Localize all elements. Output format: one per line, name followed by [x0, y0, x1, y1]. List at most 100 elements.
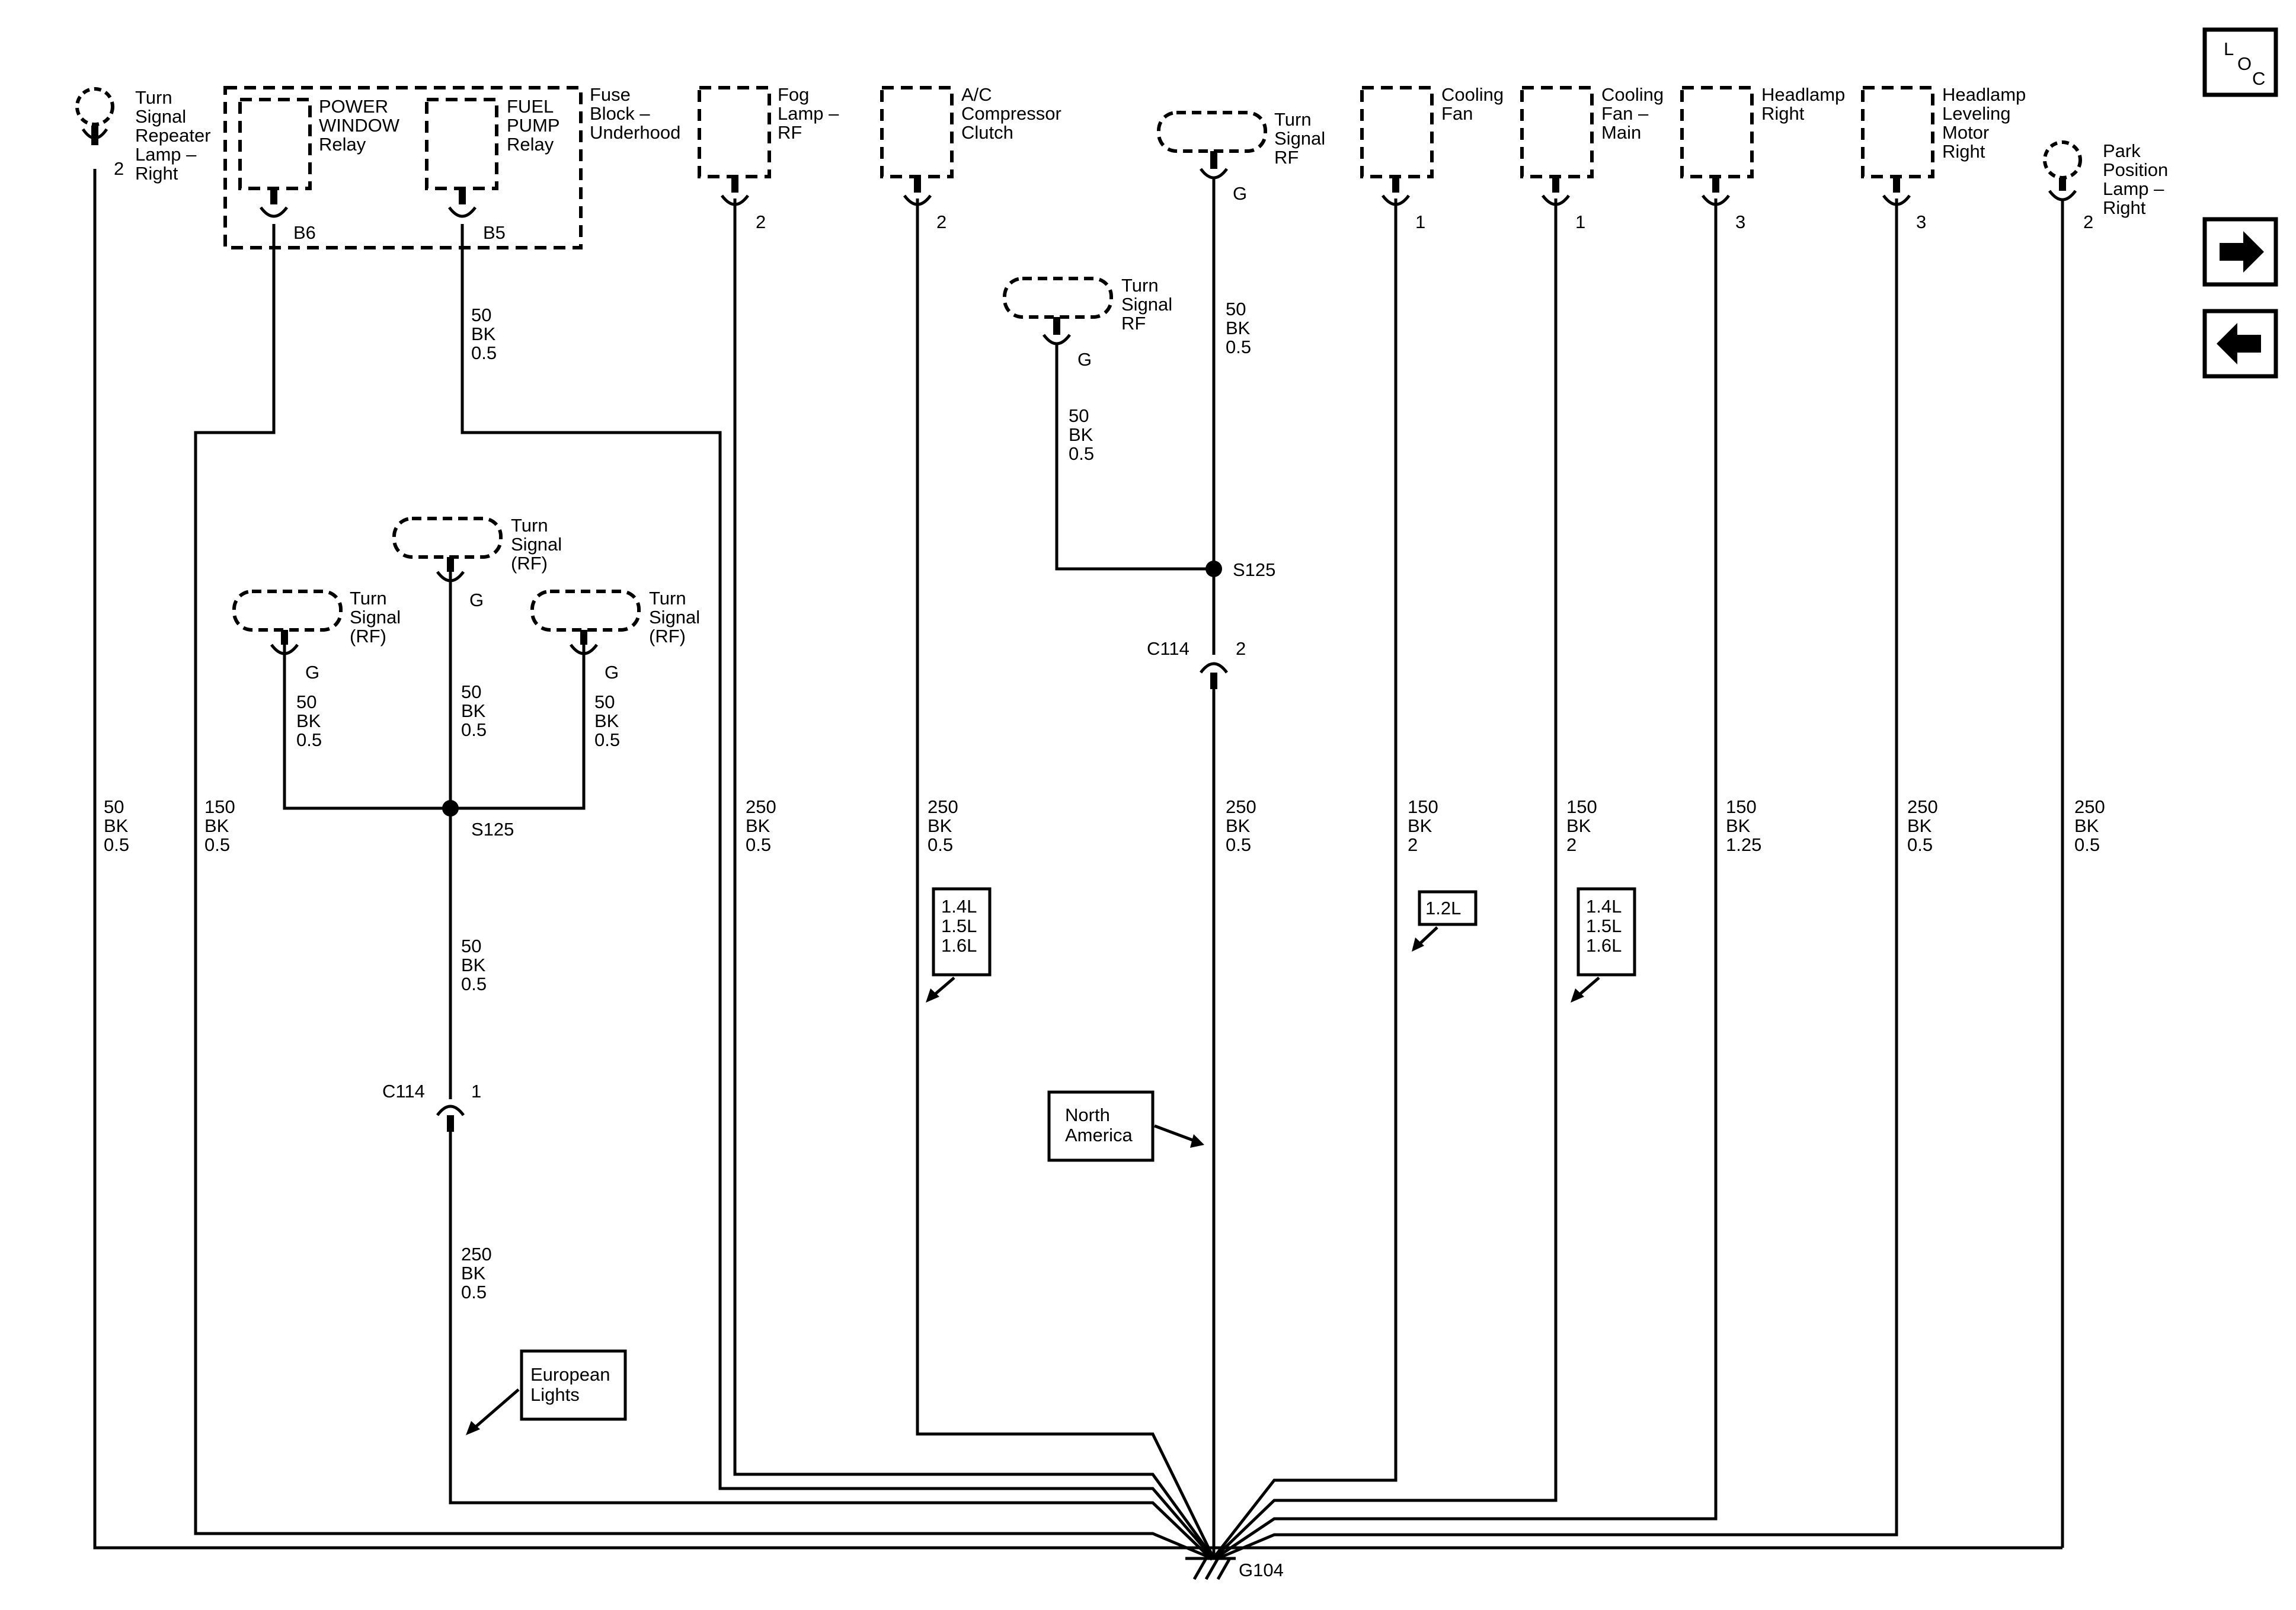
label-text: 2 [2083, 212, 2093, 232]
label-text: Clutch [961, 122, 1013, 143]
splice-s125-right [1205, 561, 1222, 577]
label-text: BK [1069, 424, 1093, 445]
label-text: Right [1942, 141, 1985, 162]
label-text: Position [2103, 159, 2168, 180]
next-page-button[interactable] [2202, 217, 2278, 287]
label-text: Cooling [1601, 84, 1664, 105]
option-european-lights: European Lights [466, 1349, 627, 1435]
label-text: 0.5 [104, 834, 129, 855]
label-text: Compressor [961, 103, 1061, 124]
label-text: 0.5 [461, 1282, 487, 1302]
label-text: 50 [104, 796, 124, 817]
label-text: Signal [1274, 128, 1325, 149]
label-text: BK [2074, 815, 2099, 836]
label-text: 50 [461, 936, 481, 956]
connector-c114-left: C114 1 [382, 1081, 481, 1132]
label-text: 50 [461, 681, 481, 702]
splice-label-right: S125 [1233, 559, 1275, 580]
label-text: BK [461, 1263, 486, 1283]
label-text: Right [135, 163, 178, 184]
label-text: 0.5 [204, 834, 230, 855]
label-text: Fuse [590, 84, 631, 105]
label-text: B5 [483, 222, 506, 243]
previous-page-button[interactable] [2202, 309, 2278, 379]
turn-signal-repeater-lamp: Turn Signal Repeater Lamp – Right 2 [75, 87, 211, 184]
turn-signal-rf-mid: Turn Signal RF G [1003, 275, 1172, 370]
cooling-fan: Cooling Fan 1 [1360, 84, 1504, 232]
label-text: BK [1226, 815, 1251, 836]
label-text: BK [461, 955, 486, 975]
label-text: Motor [1942, 122, 1989, 143]
label-text: Block – [590, 103, 650, 124]
loc-letter-c: C [2252, 68, 2265, 89]
turn-signal-rf-right: Turn Signal (RF) G [530, 588, 700, 683]
label-text: 2 [756, 212, 766, 232]
fuel-pump-relay: FUEL PUMP Relay B5 [425, 96, 560, 246]
ground-label: G104 [1239, 1560, 1284, 1580]
loc-button[interactable]: L O C [2202, 27, 2278, 97]
label-text: G [1233, 183, 1247, 204]
label-text: 1.4L [941, 896, 977, 917]
label-text: 250 [2074, 796, 2105, 817]
label-text: 3 [1735, 212, 1745, 232]
label-text: Turn [135, 87, 172, 108]
headlamp-right: Headlamp Right 3 [1680, 84, 1845, 232]
park-position-lamp-right: Park Position Lamp – Right 2 [2043, 140, 2168, 232]
label-text: Headlamp [1761, 84, 1845, 105]
label-text: PUMP [507, 115, 560, 136]
turn-signal-rf-left: Turn Signal (RF) G [232, 588, 401, 683]
ac-compressor-clutch: A/C Compressor Clutch 2 [880, 84, 1061, 232]
label-text: RF [778, 122, 802, 143]
label-text: Relay [319, 134, 366, 155]
label-text: 150 [1408, 796, 1438, 817]
label-text: Fog [778, 84, 809, 105]
arrow-left-icon [2217, 323, 2261, 364]
label-text: Lamp – [778, 103, 839, 124]
label-text: 1.6L [941, 935, 977, 956]
label-text: G [605, 662, 619, 683]
label-text: 250 [1226, 796, 1256, 817]
label-text: 1 [1575, 212, 1585, 232]
label-text: Signal [135, 106, 186, 127]
splice-s125-left [442, 800, 459, 817]
label-text: 250 [746, 796, 776, 817]
label-text: Underhood [590, 122, 680, 143]
label-text: 0.5 [461, 974, 487, 994]
power-window-relay: POWER WINDOW Relay B6 [238, 96, 400, 246]
arrow-right-icon [2220, 231, 2264, 273]
option-coolmain-engines: 1.4L 1.5L 1.6L [1571, 887, 1636, 1003]
label-text: Signal [511, 534, 562, 555]
label-text: 0.5 [1907, 834, 1933, 855]
label-text: (RF) [511, 553, 548, 574]
label-text: BK [1907, 815, 1932, 836]
label-text: WINDOW [319, 115, 400, 136]
headlamp-leveling-motor-right: Headlamp Leveling Motor Right 3 [1861, 84, 2026, 232]
loc-letter-o: O [2237, 53, 2252, 74]
label-text: BK [1566, 815, 1591, 836]
label-text: Relay [507, 134, 554, 155]
option-cool-engine: 1.2L [1412, 890, 1478, 952]
label-text: 1.5L [1586, 916, 1622, 936]
label-text: Lights [530, 1384, 580, 1405]
label-text: BK [296, 710, 321, 731]
label-text: BK [204, 815, 229, 836]
label-text: BK [461, 700, 486, 721]
option-ac-engines: 1.4L 1.5L 1.6L [926, 887, 992, 1003]
label-text: North [1065, 1105, 1110, 1125]
label-text: G [469, 590, 484, 610]
label-text: 1.4L [1586, 896, 1622, 917]
loc-letter-l: L [2224, 39, 2234, 59]
label-text: Main [1601, 122, 1641, 143]
label-text: Signal [350, 607, 401, 628]
